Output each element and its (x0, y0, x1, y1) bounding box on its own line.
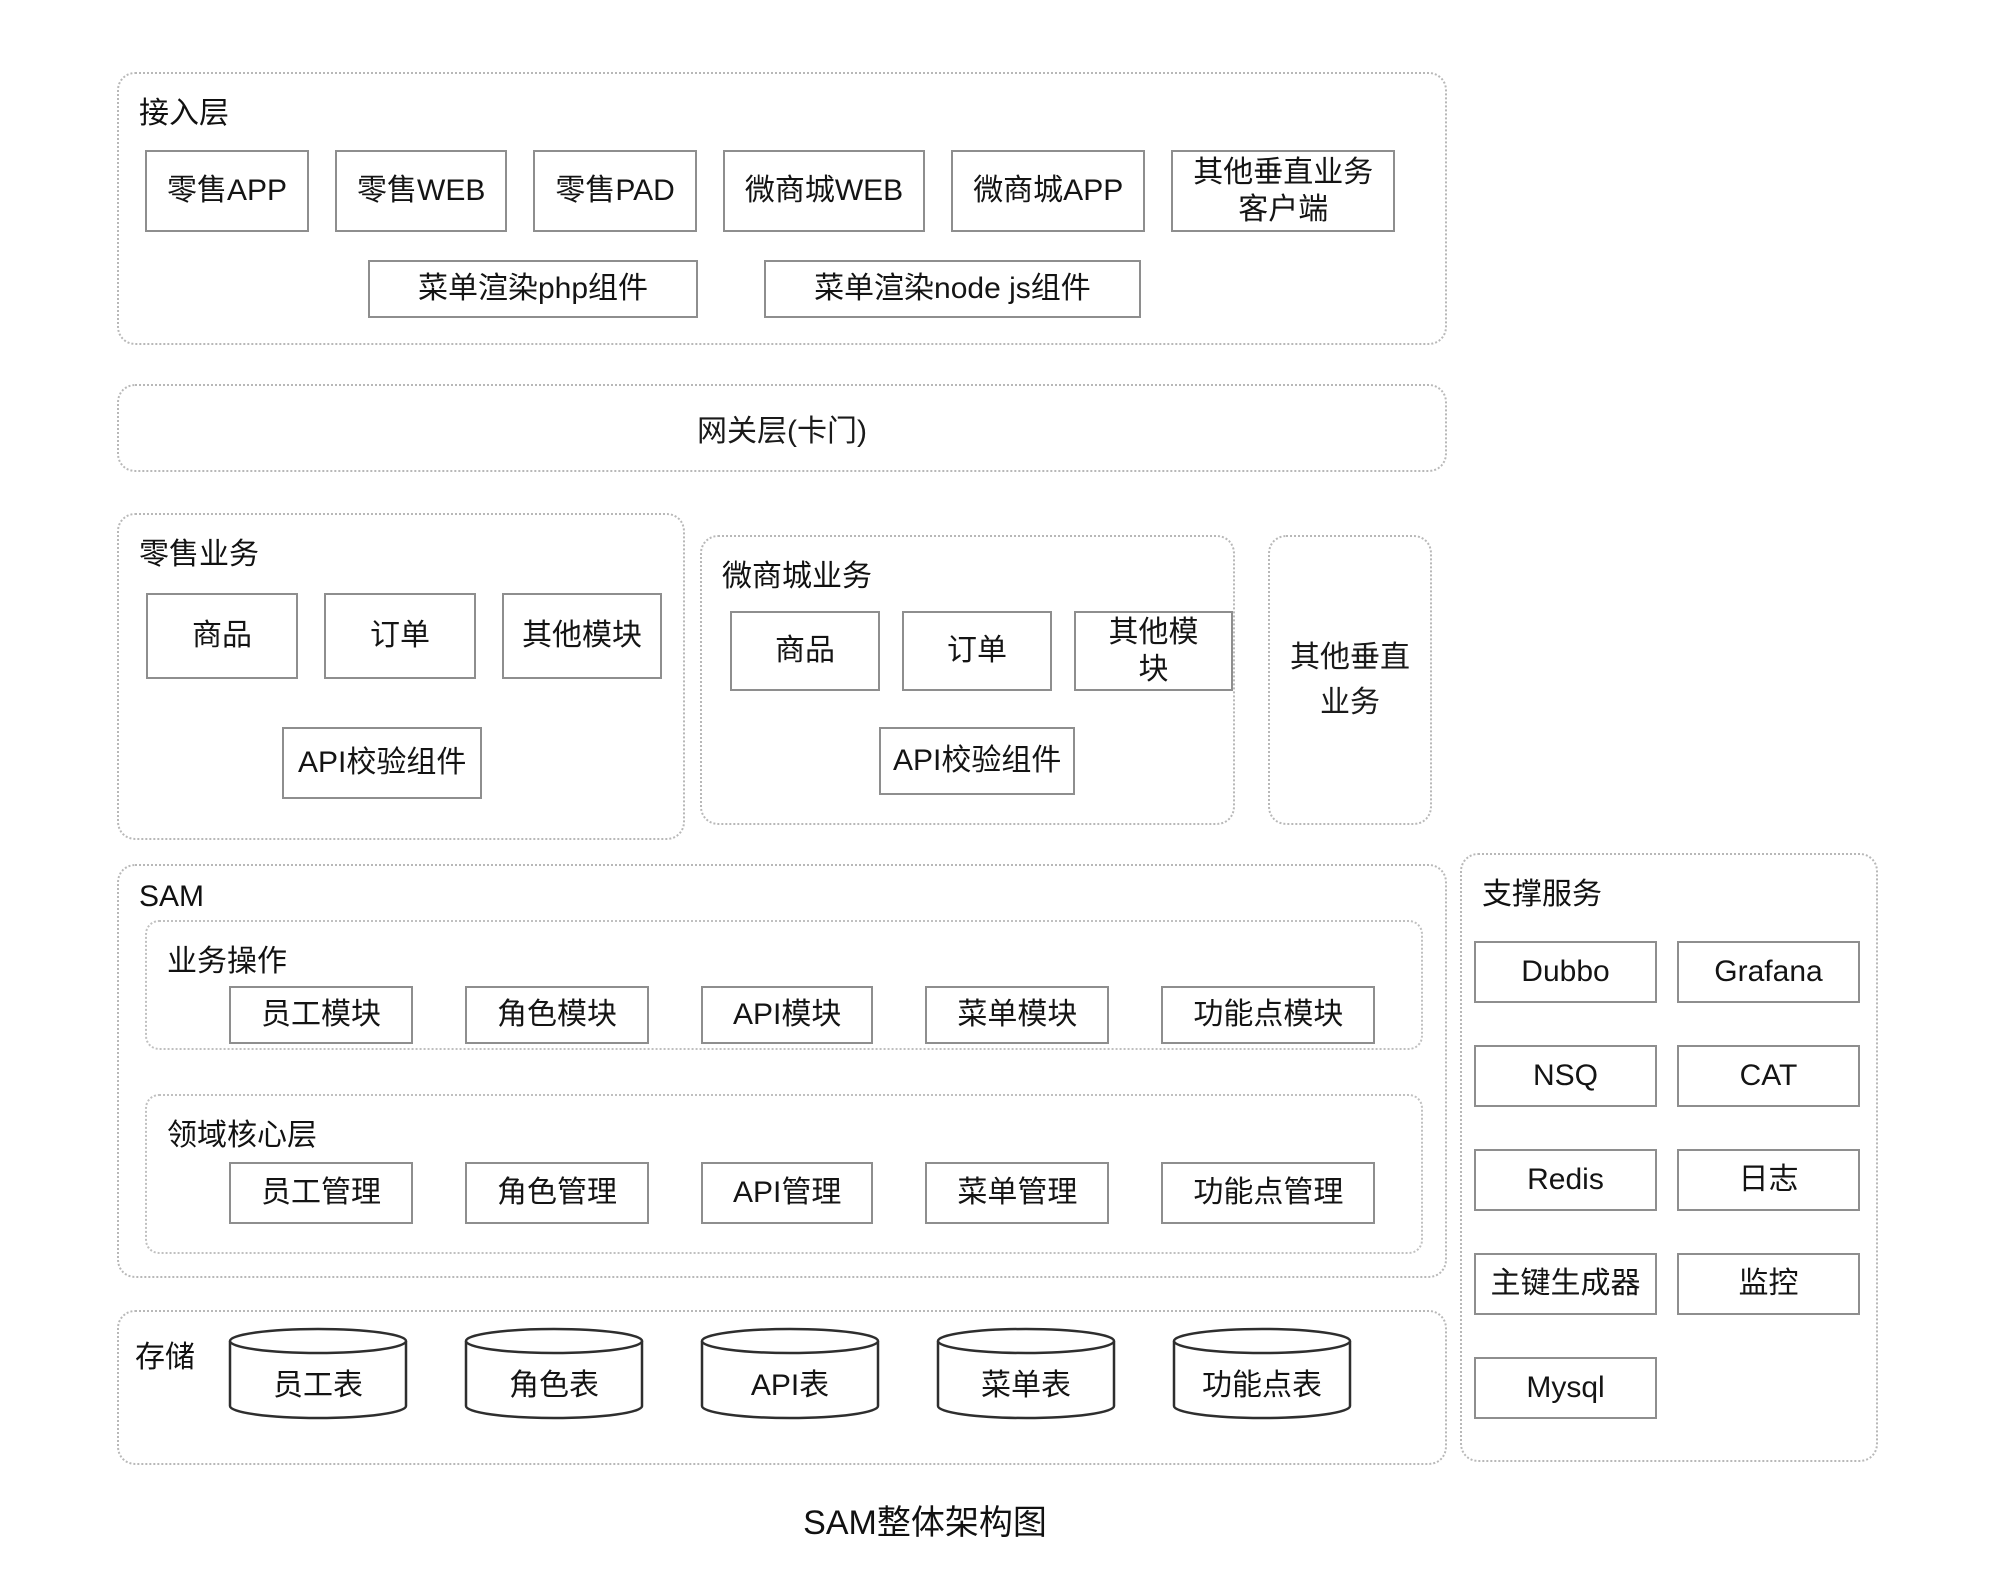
access-layer-container: 接入层 零售APP 零售WEB 零售PAD 微商城WEB 微商城APP 其他垂直业务 客户… (117, 72, 1447, 345)
business-operations-modules-row: 员工模块角色模块 API模块菜单模块功能点模块 (229, 986, 1421, 1044)
diagram-title: SAM整体架构图 (803, 1504, 1047, 1542)
database-cylinder-icon (936, 1327, 1116, 1420)
business-module-box: 角色模块 (465, 986, 649, 1044)
db-table-cylinder: 员工表 (227, 1326, 409, 1422)
storage-label: 存储 (135, 1341, 195, 1374)
database-cylinder-icon (228, 1327, 408, 1420)
client-box: 零售PAD (533, 150, 697, 232)
retail-module-box: 商品 (146, 593, 298, 679)
sam-container: SAM 业务操作 员工模块角色模块 API模块菜单模块功能点模块 领域核心层 员工… (117, 864, 1447, 1278)
micromall-modules-row: 商品订单其他模块 (730, 611, 1233, 691)
retail-module-box: 其他模块 (502, 593, 662, 679)
db-table-cylinder: 角色表 (463, 1326, 645, 1422)
micromall-module-box: 商品 (730, 611, 880, 691)
micromall-api-validation-box: API校验组件 (879, 727, 1076, 795)
support-service-box: 监控 (1677, 1253, 1860, 1315)
domain-module-box: 功能点管理 (1161, 1162, 1376, 1224)
database-cylinder-icon (1172, 1327, 1352, 1420)
render-component-box: 菜单渲染php组件 (368, 260, 699, 318)
other-vertical-business-label: 其他垂直 业务 (1290, 641, 1410, 719)
table-label: 角色表 (509, 1369, 599, 1402)
micromall-business-container: 微商城业务 商品订单其他模块 API校验组件 (700, 535, 1235, 825)
client-box: 零售WEB (335, 150, 508, 232)
micromall-module-box: 订单 (902, 611, 1052, 691)
support-service-box: Redis (1474, 1149, 1657, 1211)
table-label: 菜单表 (981, 1369, 1071, 1402)
retail-modules-row: 商品订单其他模块 (146, 593, 683, 679)
domain-core-label: 领域核心层 (167, 1119, 317, 1152)
support-service-box: Dubbo (1474, 941, 1657, 1003)
business-module-box: 菜单模块 (925, 986, 1110, 1044)
business-module-box: 功能点模块 (1161, 986, 1376, 1044)
domain-core-modules-row: 员工管理角色管理 API管理菜单管理功能点管理 (229, 1162, 1421, 1224)
micromall-business-label: 微商城业务 (722, 560, 872, 593)
support-services-label: 支撑服务 (1482, 878, 1602, 911)
database-cylinder-icon (700, 1327, 880, 1420)
other-vertical-business-container: 其他垂直 业务 (1268, 535, 1432, 825)
micromall-module-box: 其他模块 (1074, 611, 1233, 691)
db-table-cylinder: 功能点表 (1171, 1326, 1353, 1422)
business-module-box: API模块 (701, 986, 874, 1044)
domain-core-container: 领域核心层 员工管理角色管理 API管理菜单管理功能点管理 (145, 1094, 1423, 1254)
support-service-box: 主键生成器 (1474, 1253, 1657, 1315)
menu-render-components-row: 菜单渲染php组件 菜单渲染node js组件 (368, 260, 1445, 318)
database-cylinder-icon (464, 1327, 644, 1420)
sam-label: SAM (139, 880, 205, 913)
business-operations-label: 业务操作 (167, 945, 287, 978)
retail-business-container: 零售业务 商品订单其他模块 API校验组件 (117, 513, 685, 840)
client-box: 零售APP (145, 150, 310, 232)
client-box: 微商城APP (951, 150, 1146, 232)
domain-module-box: API管理 (701, 1162, 874, 1224)
table-label: 功能点表 (1202, 1369, 1322, 1402)
client-box: 微商城WEB (722, 150, 926, 232)
storage-container: 存储 员工表 角色表 API表 菜单表 功能点表 (117, 1310, 1447, 1465)
support-service-box: 日志 (1677, 1149, 1860, 1211)
support-service-box: Grafana (1677, 941, 1860, 1003)
support-service-box: NSQ (1474, 1045, 1657, 1107)
support-service-box: Mysql (1474, 1357, 1657, 1419)
db-table-cylinder: API表 (699, 1326, 881, 1422)
retail-module-box: 订单 (324, 593, 476, 679)
gateway-layer-label: 网关层(卡门) (697, 415, 867, 448)
table-label: 员工表 (273, 1369, 363, 1402)
db-table-cylinder: 菜单表 (935, 1326, 1117, 1422)
storage-tables-row: 员工表 角色表 API表 菜单表 功能点表 (227, 1326, 1445, 1422)
business-module-box: 员工模块 (229, 986, 413, 1044)
access-layer-label: 接入层 (139, 97, 229, 130)
retail-api-validation-box: API校验组件 (282, 727, 483, 799)
table-label: API表 (750, 1369, 830, 1402)
render-component-box: 菜单渲染node js组件 (764, 260, 1141, 318)
support-service-box: CAT (1677, 1045, 1860, 1107)
retail-business-label: 零售业务 (139, 538, 259, 571)
business-operations-container: 业务操作 员工模块角色模块 API模块菜单模块功能点模块 (145, 920, 1423, 1050)
domain-module-box: 角色管理 (465, 1162, 649, 1224)
access-clients-row: 零售APP 零售WEB 零售PAD 微商城WEB 微商城APP 其他垂直业务 客户端 (145, 150, 1445, 232)
gateway-layer-container: 网关层(卡门) (117, 384, 1447, 472)
client-box: 其他垂直业务 客户端 (1171, 150, 1396, 232)
domain-module-box: 员工管理 (229, 1162, 413, 1224)
domain-module-box: 菜单管理 (925, 1162, 1110, 1224)
